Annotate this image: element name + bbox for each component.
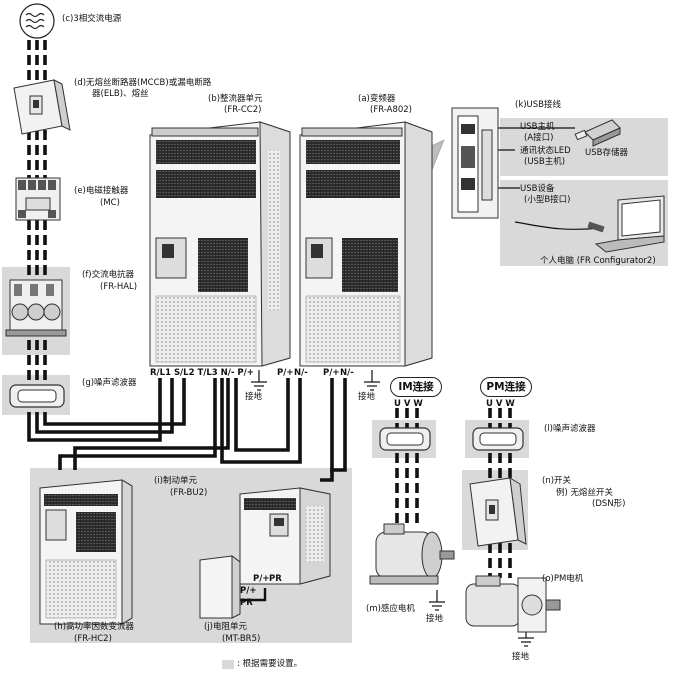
label-ground-rectifier: 接地 — [245, 392, 263, 402]
label-inverter: (a)变频器 — [358, 94, 396, 104]
label-breaker-2: 器(ELB)、熔丝 — [92, 89, 149, 99]
label-switch-sub: 例) 无熔丝开关 — [556, 488, 614, 498]
label-terminal-n2: N/- — [340, 368, 354, 378]
noise-filter-icon — [9, 384, 65, 408]
ac-source-icon — [19, 3, 55, 39]
label-hc2-sub: (FR-HC2) — [74, 634, 112, 644]
label-brake-unit: (i)制动单元 — [154, 476, 197, 486]
label-terminal-p2: P/+ — [323, 368, 340, 378]
label-reactor: (f)交流电抗器 — [82, 270, 135, 280]
label-usb-device: USB设备 — [520, 184, 555, 194]
brake-unit-icon — [239, 487, 331, 585]
label-usb-device-sub: (小型B接口) — [524, 195, 571, 205]
label-resistor-p: P/+ — [253, 574, 270, 584]
label-reactor-sub: (FR-HAL) — [100, 282, 138, 292]
label-usb-storage: USB存储器 — [585, 148, 628, 158]
label-inverter-sub: (FR-A802) — [370, 105, 413, 115]
label-resistor-unit-sub: (MT-BR5) — [222, 634, 261, 644]
label-ground-inverter: 接地 — [358, 392, 376, 402]
label-ground-im: 接地 — [426, 614, 444, 624]
label-uvw-im: U V W — [394, 399, 423, 409]
switch-icon — [469, 477, 527, 547]
usb-cables — [497, 127, 601, 230]
usb-panel — [451, 107, 499, 219]
label-resistor-unit: (j)电阻单元 — [204, 622, 247, 632]
label-resistor-pr2: PR — [240, 598, 253, 608]
inverter-icon — [299, 121, 433, 367]
legend-swatch — [222, 660, 234, 669]
label-switch: (n)开关 — [542, 476, 572, 486]
pm-motor-icon — [465, 575, 561, 633]
label-switch-sub2: (DSN形) — [592, 499, 626, 509]
label-contactor: (e)电磁接触器 — [74, 186, 129, 196]
label-terminals-rectifier: R/L1 S/L2 T/L3 N/- P/+ — [150, 368, 254, 378]
im-connection-badge: IM连接 — [390, 377, 442, 397]
laptop-icon — [587, 195, 665, 253]
rectifier-unit-icon — [149, 121, 291, 367]
label-pc: 个人电脑 (FR Configurator2) — [540, 256, 656, 266]
label-usb-title: (k)USB接线 — [515, 100, 562, 110]
label-brake-unit-sub: (FR-BU2) — [170, 488, 208, 498]
contactor-icon — [15, 177, 61, 221]
legend-text: : 根据需要设置。 — [237, 659, 303, 669]
label-usb-led: 通讯状态LED — [520, 146, 571, 156]
motor-icon — [369, 523, 455, 585]
label-contactor-sub: (MC) — [100, 198, 120, 208]
label-resistor-p2: P/+ — [240, 586, 257, 596]
noise-filter-l-icon — [379, 427, 524, 451]
label-usb-host: USB主机 — [520, 122, 555, 132]
label-hc2: (h)高功率因数变流器 — [54, 622, 135, 632]
breaker-icon — [13, 79, 71, 135]
label-induction-motor: (m)感应电机 — [366, 604, 415, 614]
label-rectifier-sub: (FR-CC2) — [224, 105, 262, 115]
label-filter-g: (g)噪声滤波器 — [82, 378, 137, 388]
label-rectifier: (b)整流器单元 — [208, 94, 263, 104]
resistor-unit-icon — [199, 555, 241, 619]
label-ac-source: (c)3相交流电源 — [62, 14, 122, 24]
label-usb-led-sub: (USB主机) — [524, 157, 566, 167]
label-resistor-pr: PR — [269, 574, 282, 584]
label-terminal-n: N/- — [294, 368, 308, 378]
label-breaker: (d)无熔丝断路器(MCCB)或漏电断路 — [74, 78, 212, 88]
hc2-converter-icon — [39, 479, 133, 625]
pm-connection-badge: PM连接 — [480, 377, 532, 397]
reactor-icon — [5, 279, 67, 337]
label-usb-host-sub: (A接口) — [524, 133, 554, 143]
label-pm-motor: (o)PM电机 — [542, 574, 584, 584]
label-terminal-p: P/+ — [277, 368, 294, 378]
label-uvw-pm: U V W — [486, 399, 515, 409]
label-filter-l: (l)噪声滤波器 — [544, 424, 596, 434]
usb-drive-icon — [574, 119, 621, 147]
label-ground-pm: 接地 — [512, 652, 530, 662]
